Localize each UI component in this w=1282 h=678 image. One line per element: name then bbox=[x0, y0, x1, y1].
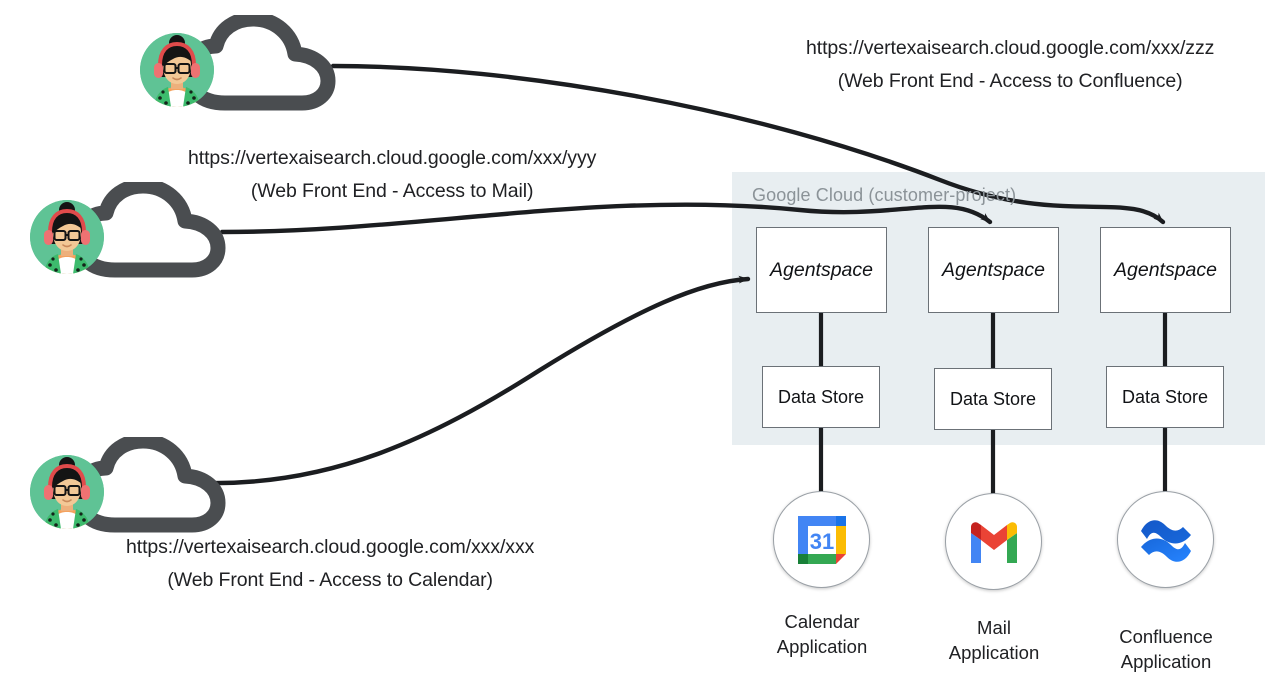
google-cloud-container-label: Google Cloud (customer-project) bbox=[752, 185, 1017, 205]
caption-url-calendar: https://vertexaisearch.cloud.google.com/… bbox=[126, 536, 535, 558]
avatar bbox=[30, 200, 104, 274]
caption-confluence-user: https://vertexaisearch.cloud.google.com/… bbox=[806, 32, 1214, 98]
datastore-box-mail[interactable]: Data Store bbox=[934, 368, 1052, 430]
agentspace-box-mail[interactable]: Agentspace bbox=[928, 227, 1059, 313]
gmail-icon bbox=[970, 521, 1017, 563]
app-label-mail-line2: Application bbox=[948, 642, 1040, 663]
app-label-calendar-line2: Application bbox=[776, 636, 868, 657]
agentspace-box-confluence[interactable]: Agentspace bbox=[1100, 227, 1231, 313]
confluence-icon bbox=[1140, 519, 1191, 562]
app-label-mail-line1: Mail bbox=[977, 617, 1011, 638]
app-circle-calendar[interactable]: 31 bbox=[773, 491, 870, 588]
app-label-mail: Mail Application bbox=[899, 615, 1089, 665]
datastore-box-calendar[interactable]: Data Store bbox=[762, 366, 880, 428]
google-calendar-icon: 31 bbox=[797, 515, 846, 564]
caption-calendar-user: https://vertexaisearch.cloud.google.com/… bbox=[126, 531, 534, 597]
app-circle-confluence[interactable] bbox=[1117, 491, 1214, 588]
svg-text:31: 31 bbox=[809, 529, 833, 554]
caption-desc-confluence: (Web Front End - Access to Confluence) bbox=[837, 70, 1183, 92]
actor-confluence-user bbox=[140, 15, 350, 125]
datastore-box-confluence[interactable]: Data Store bbox=[1106, 366, 1224, 428]
app-label-confluence: Confluence Application bbox=[1071, 624, 1261, 674]
app-label-confluence-line2: Application bbox=[1120, 651, 1212, 672]
connector-calendar-user bbox=[200, 275, 751, 486]
caption-desc-calendar: (Web Front End - Access to Calendar) bbox=[167, 569, 493, 591]
caption-desc-mail: (Web Front End - Access to Mail) bbox=[250, 180, 534, 202]
app-label-confluence-line1: Confluence bbox=[1119, 626, 1213, 647]
app-label-calendar-line1: Calendar bbox=[784, 611, 860, 632]
caption-mail-user: https://vertexaisearch.cloud.google.com/… bbox=[188, 142, 596, 208]
agentspace-box-calendar[interactable]: Agentspace bbox=[756, 227, 887, 313]
app-circle-mail[interactable] bbox=[945, 493, 1042, 590]
actor-calendar-user bbox=[30, 437, 240, 547]
app-label-calendar: Calendar Application bbox=[727, 609, 917, 659]
avatar bbox=[140, 33, 214, 107]
caption-url-mail: https://vertexaisearch.cloud.google.com/… bbox=[188, 147, 597, 169]
avatar bbox=[30, 455, 104, 529]
actor-mail-user bbox=[30, 182, 240, 292]
caption-url-confluence: https://vertexaisearch.cloud.google.com/… bbox=[806, 37, 1215, 59]
